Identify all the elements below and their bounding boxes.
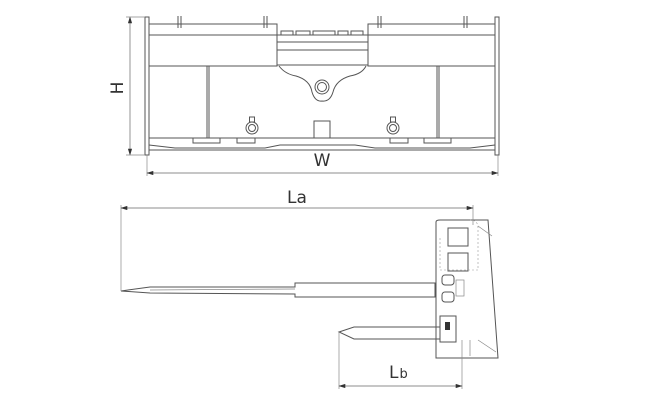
top-hooks: [177, 16, 468, 28]
dimension-lb: Lb: [338, 332, 463, 389]
upper-block: [447, 227, 469, 247]
left-side-plate: [144, 16, 150, 156]
top-teeth: [280, 30, 364, 35]
hitch-pin-hole: [314, 79, 330, 95]
left-pin-ring: [245, 116, 259, 135]
dimension-la: La: [120, 188, 474, 291]
dimension-w: W: [146, 151, 499, 176]
long-fork-tine: [120, 282, 436, 298]
width-label: W: [314, 151, 331, 171]
center-square: [313, 120, 331, 139]
side-view: [120, 219, 499, 359]
length-a-label: La: [287, 188, 307, 208]
front-view: [144, 16, 500, 156]
dimension-h: H: [108, 16, 145, 156]
hitch-lug: [278, 65, 367, 102]
upper-clamp: [441, 274, 455, 286]
short-fork-tine: [337, 326, 441, 340]
length-b-label: Lb: [389, 363, 408, 383]
height-label: H: [108, 82, 128, 95]
mount-bracket: [435, 219, 499, 359]
top-rail: [149, 23, 495, 35]
lock-pin: [445, 322, 450, 330]
right-pin-ring: [386, 116, 400, 135]
right-side-plate: [494, 16, 500, 156]
